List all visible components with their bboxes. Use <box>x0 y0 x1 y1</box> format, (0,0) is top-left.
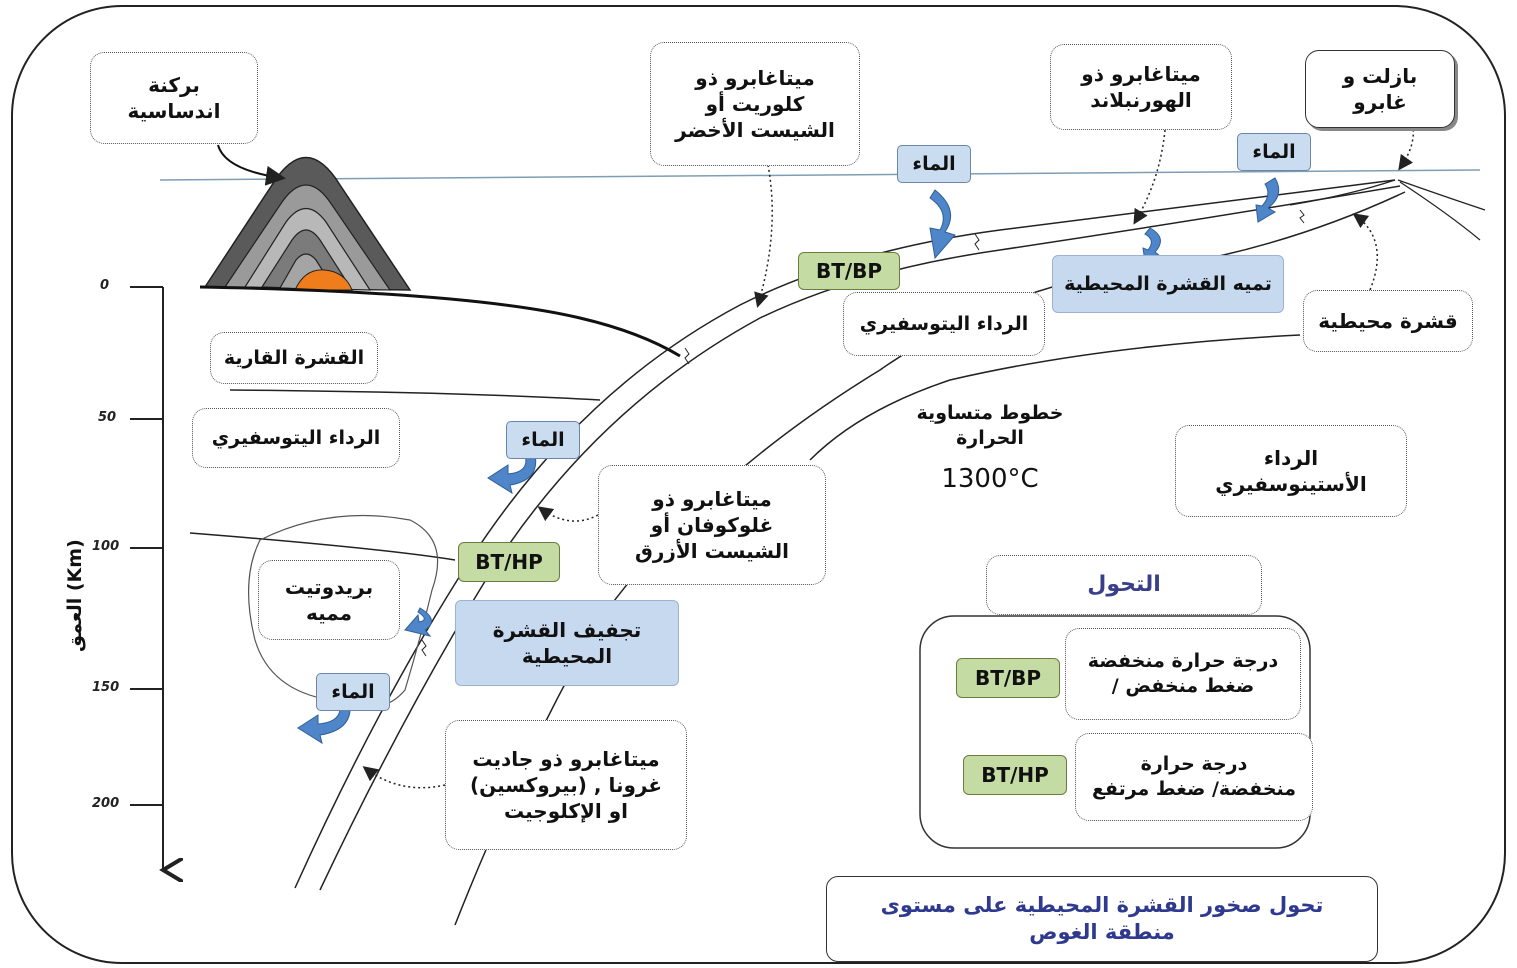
depth-tick-label: 200 <box>92 796 120 811</box>
crack-mark <box>421 639 427 657</box>
crack-mark <box>974 233 980 251</box>
pointer-hornblende <box>1133 129 1166 225</box>
label-ocean-crust-hydration: تميه القشرة المحيطية <box>1052 255 1284 313</box>
label-bt-bp: BT/BP <box>798 252 900 290</box>
label-isotherm-value: 1300°C <box>941 464 1039 495</box>
depth-tick-label: 50 <box>98 410 117 425</box>
label-isotherms: خطوط متساوية الحرارة <box>895 395 1085 457</box>
label-asthenosphere: الرداء الأستينوسفيري <box>1175 425 1407 517</box>
label-basalt-gabbro: بازلت و غابرو <box>1305 50 1455 128</box>
water-arrow <box>297 177 1280 745</box>
label-metagabbro-jadeite: ميتاغابرو ذو جاديت (بيروكسين) , غرونا او… <box>445 720 687 850</box>
depth-tick-label: 150 <box>92 680 120 695</box>
label-water: الماء <box>316 673 390 711</box>
outer-frame <box>11 5 1506 964</box>
label-volcano: بركنة اندساسية <box>90 52 258 144</box>
slab-crust-base <box>319 185 1401 891</box>
isotherms-line-2: الحرارة <box>956 427 1024 449</box>
label-lithospheric-mantle-left: الرداء اليتوسفيري <box>192 408 400 468</box>
ridge-flank-left <box>1289 179 1396 206</box>
pointer-glaucophane <box>537 506 599 522</box>
legend-frame <box>919 615 1311 849</box>
label-metagabbro-chlorite: ميتاغابرو ذو كلوريت أو الشيست الأخضر <box>650 42 860 166</box>
ridge-flank-right-2 <box>1399 181 1481 241</box>
label-water: الماء <box>506 421 580 459</box>
label-metagabbro-hornblende: ميتاغابرو ذو الهورنبلاند <box>1050 44 1232 130</box>
peridotite-zone <box>247 514 439 709</box>
moho-boundary <box>229 389 601 401</box>
label-water: الماء <box>1237 133 1311 171</box>
isotherm-line <box>809 334 1301 461</box>
magma-chamber <box>294 269 353 291</box>
lithosphere-base <box>189 532 456 561</box>
isotherms-line-1: خطوط متساوية <box>916 402 1064 425</box>
ridge-flank-right <box>1397 179 1486 211</box>
depth-tick-label: 100 <box>92 539 120 554</box>
label-lithospheric-mantle-right: الرداء اليتوسفيري <box>843 292 1045 356</box>
legend-bt-hp-description: درجة حرارة منخفضة/ ضغط مرتفع <box>1075 733 1313 821</box>
label-water: الماء <box>897 145 971 183</box>
depth-tick-label: 0 <box>100 278 110 293</box>
legend-title: التحول <box>986 555 1262 615</box>
label-metagabbro-glaucophane: ميتاغابرو ذو غلوكوفان أو الشيست الأزرق <box>598 465 826 585</box>
legend-bt-bp-swatch: BT/BP <box>956 658 1060 698</box>
sea-level-line <box>159 169 1481 181</box>
depth-axis-title: العمق (Km) <box>64 539 86 652</box>
label-oceanic-crust: قشرة محيطية <box>1303 290 1473 352</box>
crack-mark <box>684 347 690 365</box>
label-ocean-crust-dehydration: تجفيف القشرة المحيطية <box>455 600 679 686</box>
diagram-caption: تحول صخور القشرة المحيطية على مستوى منطق… <box>826 876 1378 962</box>
pointer-chlorite <box>754 164 773 308</box>
pointer-basalt <box>1398 114 1415 171</box>
crack-mark <box>1299 209 1305 224</box>
label-bt-hp: BT/HP <box>458 542 560 582</box>
legend-bt-hp-swatch: BT/HP <box>963 755 1067 795</box>
volcano <box>203 156 412 291</box>
pointer-oceanic-crust <box>1352 213 1378 291</box>
pointer-volcano <box>217 144 286 186</box>
legend-bt-bp-description: درجة حرارة منخفضة / ضغط منخفض <box>1065 628 1301 720</box>
pointer-jadeite <box>362 766 446 789</box>
depth-axis <box>130 286 163 870</box>
label-continental-crust: القشرة القارية <box>210 332 378 384</box>
label-hydrated-peridotite: بريدوتيت مميه <box>258 560 400 640</box>
continental-surface <box>199 285 681 358</box>
